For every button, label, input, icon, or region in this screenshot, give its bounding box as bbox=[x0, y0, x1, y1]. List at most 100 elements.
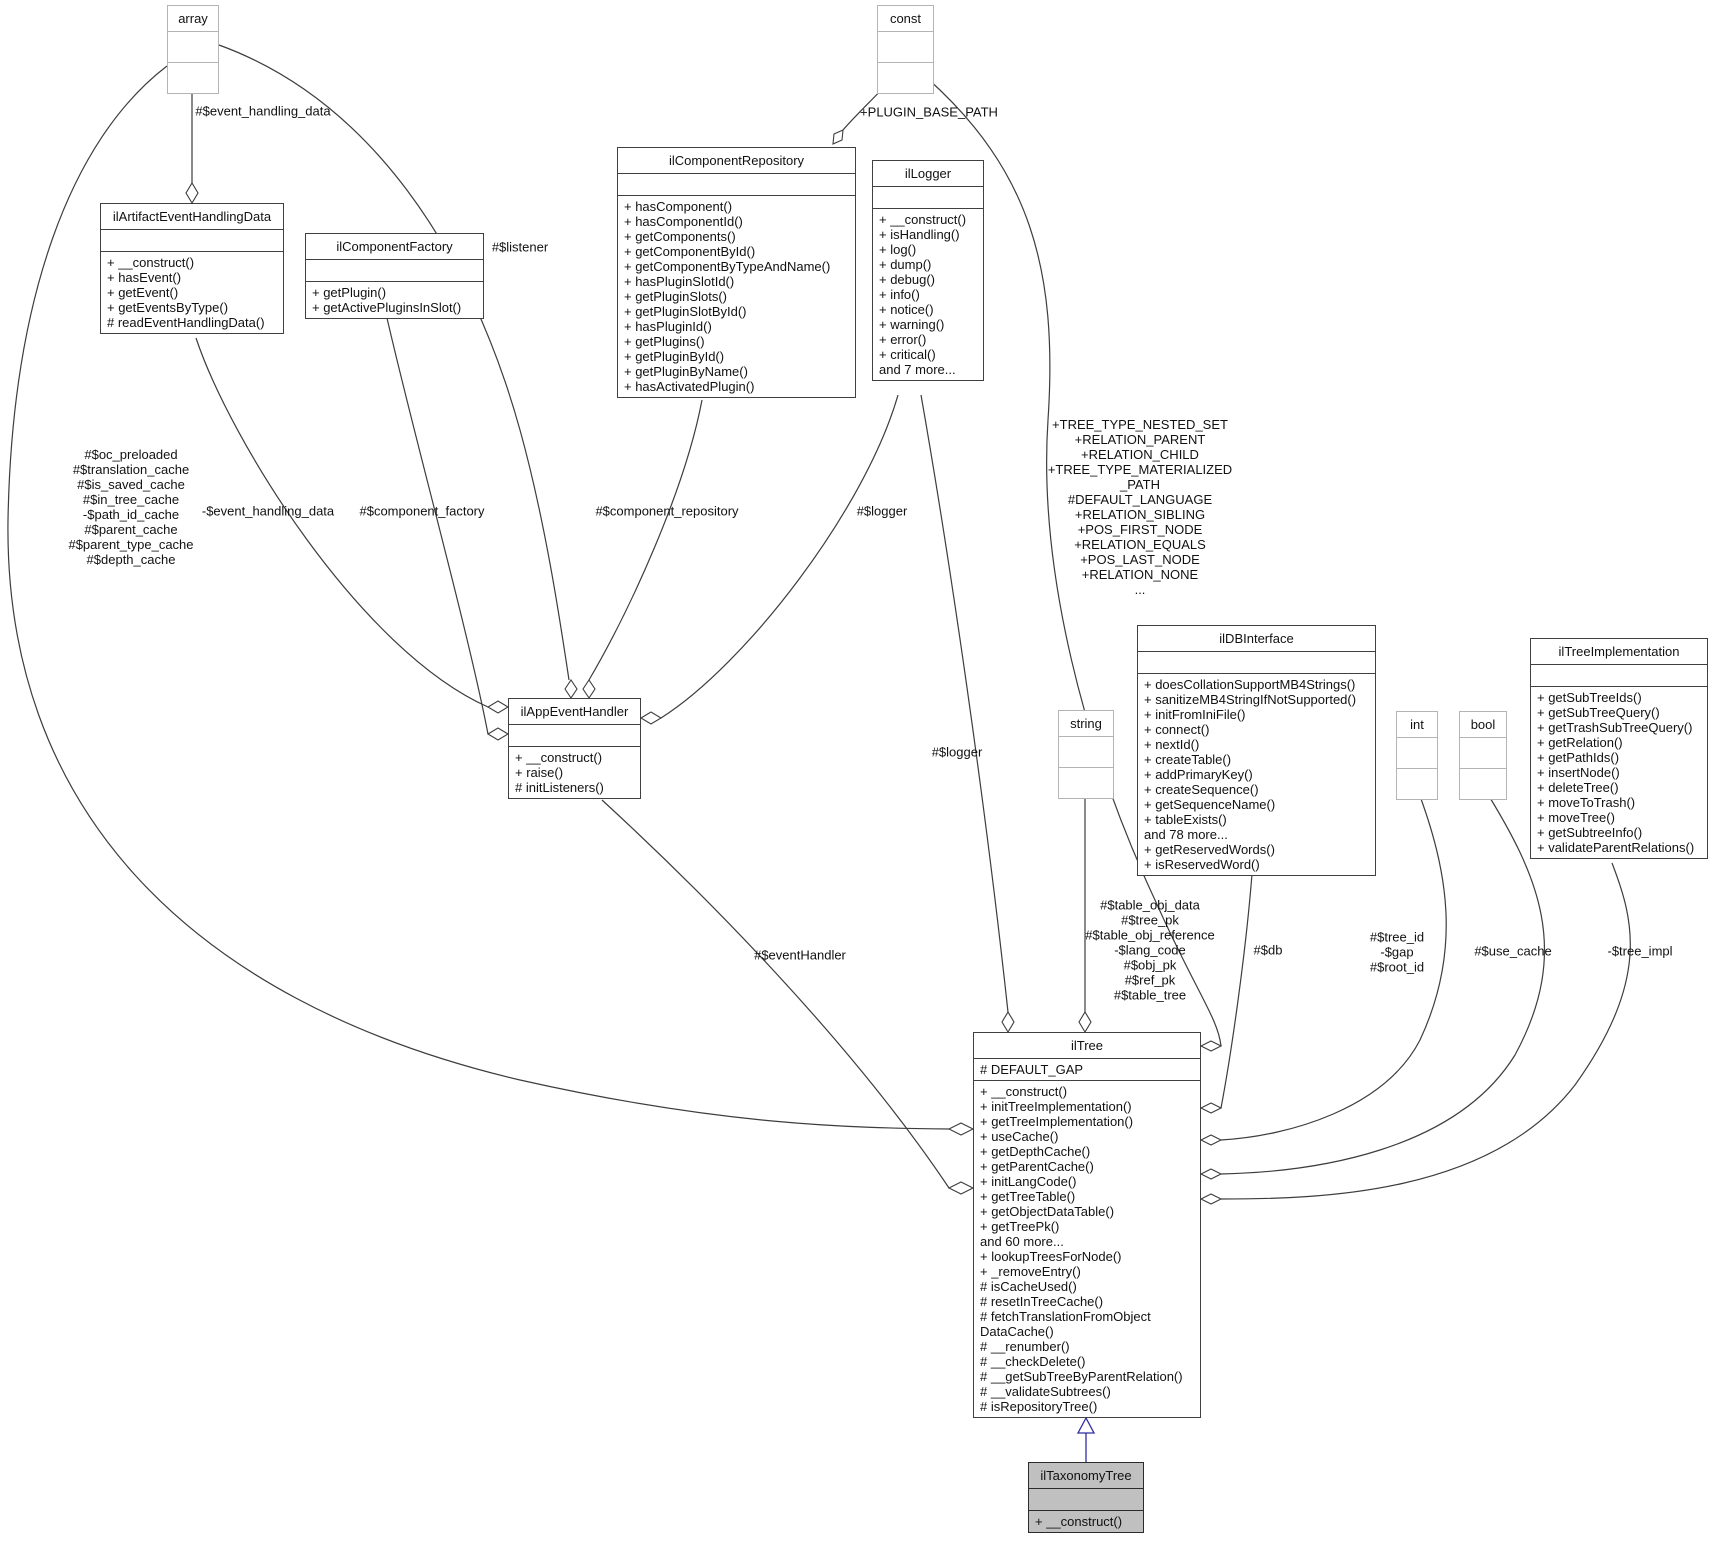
member-line: + getSubTreeIds() bbox=[1537, 690, 1642, 705]
class-ilAppEventHandler[interactable]: ilAppEventHandler + __construct()+ raise… bbox=[508, 698, 641, 799]
member-line: + getTrashSubTreeQuery() bbox=[1537, 720, 1693, 735]
methods-compartment: + __construct()+ hasEvent()+ getEvent()+… bbox=[101, 252, 283, 333]
attributes-compartment: # DEFAULT_GAP bbox=[974, 1059, 1200, 1081]
attributes-compartment bbox=[168, 32, 218, 63]
member-line: # isCacheUsed() bbox=[980, 1279, 1077, 1294]
class-ilComponentFactory[interactable]: ilComponentFactory + getPlugin()+ getAct… bbox=[305, 233, 484, 319]
edge-label-db: #$db bbox=[1253, 942, 1283, 958]
member-line: + getSubtreeInfo() bbox=[1537, 825, 1643, 840]
member-line: DataCache() bbox=[980, 1324, 1054, 1339]
aggregation-diamond bbox=[1078, 1010, 1092, 1034]
member-line: + getPlugin() bbox=[312, 285, 387, 300]
member-line: + tableExists() bbox=[1144, 812, 1227, 827]
member-line: + getEvent() bbox=[107, 285, 179, 300]
member-line: + hasComponent() bbox=[624, 199, 733, 214]
class-ilTreeImplementation[interactable]: ilTreeImplementation + getSubTreeIds()+ … bbox=[1530, 638, 1708, 859]
aggregation-diamond bbox=[582, 679, 596, 699]
aggregation-diamond bbox=[947, 1122, 975, 1136]
member-line: + getComponents() bbox=[624, 229, 736, 244]
member-line: + getSubTreeQuery() bbox=[1537, 705, 1660, 720]
member-line: + createTable() bbox=[1144, 752, 1232, 767]
aggregation-diamond bbox=[1001, 1010, 1015, 1034]
class-ilTaxonomyTree-current: ilTaxonomyTree + __construct() bbox=[1028, 1462, 1144, 1533]
aggregation-diamond bbox=[1199, 1040, 1223, 1052]
member-line: + getComponentById() bbox=[624, 244, 756, 259]
edge-treeimplementation-iltree bbox=[1220, 862, 1631, 1200]
member-line: + getComponentByTypeAndName() bbox=[624, 259, 831, 274]
class-title: ilAppEventHandler bbox=[509, 699, 640, 725]
member-line: + info() bbox=[879, 287, 920, 302]
member-line: # __checkDelete() bbox=[980, 1354, 1086, 1369]
member-line: + critical() bbox=[879, 347, 936, 362]
member-line: + log() bbox=[879, 242, 917, 257]
member-line: + getPluginSlotById() bbox=[624, 304, 747, 319]
member-line: + getTreeImplementation() bbox=[980, 1114, 1134, 1129]
class-title: ilTaxonomyTree bbox=[1029, 1463, 1143, 1489]
attributes-compartment bbox=[1029, 1489, 1143, 1511]
edge-logger-appeventhandler bbox=[660, 394, 899, 719]
class-title: ilComponentFactory bbox=[306, 234, 483, 260]
member-line: + hasComponentId() bbox=[624, 214, 743, 229]
member-line: # DEFAULT_GAP bbox=[980, 1062, 1084, 1077]
member-line: and 7 more... bbox=[879, 362, 956, 377]
member-line: + getPluginByName() bbox=[624, 364, 748, 379]
edge-label-component-factory: #$component_factory bbox=[359, 503, 485, 519]
attributes-compartment bbox=[1397, 738, 1437, 769]
class-ilTree[interactable]: ilTree # DEFAULT_GAP + __construct()+ in… bbox=[973, 1032, 1201, 1418]
edge-label-event-handler: #$eventHandler bbox=[754, 947, 846, 963]
attributes-compartment bbox=[1531, 665, 1707, 687]
member-line: + sanitizeMB4StringIfNotSupported() bbox=[1144, 692, 1357, 707]
class-ilComponentRepository[interactable]: ilComponentRepository + hasComponent()+ … bbox=[617, 147, 856, 398]
aggregation-diamond bbox=[947, 1181, 975, 1195]
member-line: + connect() bbox=[1144, 722, 1210, 737]
methods-compartment: + doesCollationSupportMB4Strings()+ sani… bbox=[1138, 674, 1375, 875]
member-line: + createSequence() bbox=[1144, 782, 1259, 797]
member-line: + getTreeTable() bbox=[980, 1189, 1076, 1204]
member-line: + warning() bbox=[879, 317, 945, 332]
aggregation-diamond bbox=[486, 700, 510, 714]
attributes-compartment bbox=[306, 260, 483, 282]
member-line: and 60 more... bbox=[980, 1234, 1064, 1249]
class-ilLogger[interactable]: ilLogger + __construct()+ isHandling()+ … bbox=[872, 160, 984, 381]
edge-componentfactory-appeventhandler bbox=[386, 317, 489, 735]
member-line: + addPrimaryKey() bbox=[1144, 767, 1253, 782]
aggregation-diamond bbox=[564, 679, 578, 699]
methods-compartment: + __construct()+ raise()# initListeners(… bbox=[509, 747, 640, 798]
class-bool: bool bbox=[1459, 711, 1507, 800]
class-const: const bbox=[877, 5, 934, 94]
member-line: + getActivePluginsInSlot() bbox=[312, 300, 462, 315]
member-line: + getObjectDataTable() bbox=[980, 1204, 1115, 1219]
class-title: const bbox=[878, 6, 933, 32]
edge-logger-iltree bbox=[920, 394, 1009, 1013]
member-line: + initTreeImplementation() bbox=[980, 1099, 1132, 1114]
member-line: + __construct() bbox=[980, 1084, 1068, 1099]
edge-label-listener: #$listener bbox=[491, 239, 549, 255]
edge-int-iltree bbox=[1220, 787, 1447, 1141]
aggregation-diamond bbox=[1199, 1193, 1223, 1205]
member-line: + nextId() bbox=[1144, 737, 1200, 752]
aggregation-diamond bbox=[639, 711, 663, 725]
member-line: + _removeEntry() bbox=[980, 1264, 1081, 1279]
member-line: + moveTree() bbox=[1537, 810, 1615, 825]
member-line: + useCache() bbox=[980, 1129, 1059, 1144]
class-title: ilTreeImplementation bbox=[1531, 639, 1707, 665]
edge-label-event-handling-data-private: -$event_handling_data bbox=[201, 503, 335, 519]
member-line: + getReservedWords() bbox=[1144, 842, 1275, 857]
class-ilArtifactEventHandlingData[interactable]: ilArtifactEventHandlingData + __construc… bbox=[100, 203, 284, 334]
attributes-compartment bbox=[1460, 738, 1506, 769]
aggregation-diamond bbox=[1199, 1102, 1223, 1114]
class-title: string bbox=[1059, 711, 1113, 737]
class-title: array bbox=[168, 6, 218, 32]
methods-compartment: + __construct() bbox=[1029, 1511, 1143, 1532]
edge-label-event-handling-data: #$event_handling_data bbox=[195, 103, 331, 119]
methods-compartment bbox=[1059, 768, 1113, 798]
edge-label-component-repository: #$component_repository bbox=[595, 503, 739, 519]
methods-compartment: + getSubTreeIds()+ getSubTreeQuery()+ ge… bbox=[1531, 687, 1707, 858]
member-line: # __renumber() bbox=[980, 1339, 1070, 1354]
member-line: # __getSubTreeByParentRelation() bbox=[980, 1369, 1183, 1384]
aggregation-diamond bbox=[1199, 1134, 1223, 1146]
class-ilDBInterface[interactable]: ilDBInterface + doesCollationSupportMB4S… bbox=[1137, 625, 1376, 876]
member-line: + getPlugins() bbox=[624, 334, 705, 349]
member-line: + deleteTree() bbox=[1537, 780, 1619, 795]
member-line: + hasPluginId() bbox=[624, 319, 712, 334]
